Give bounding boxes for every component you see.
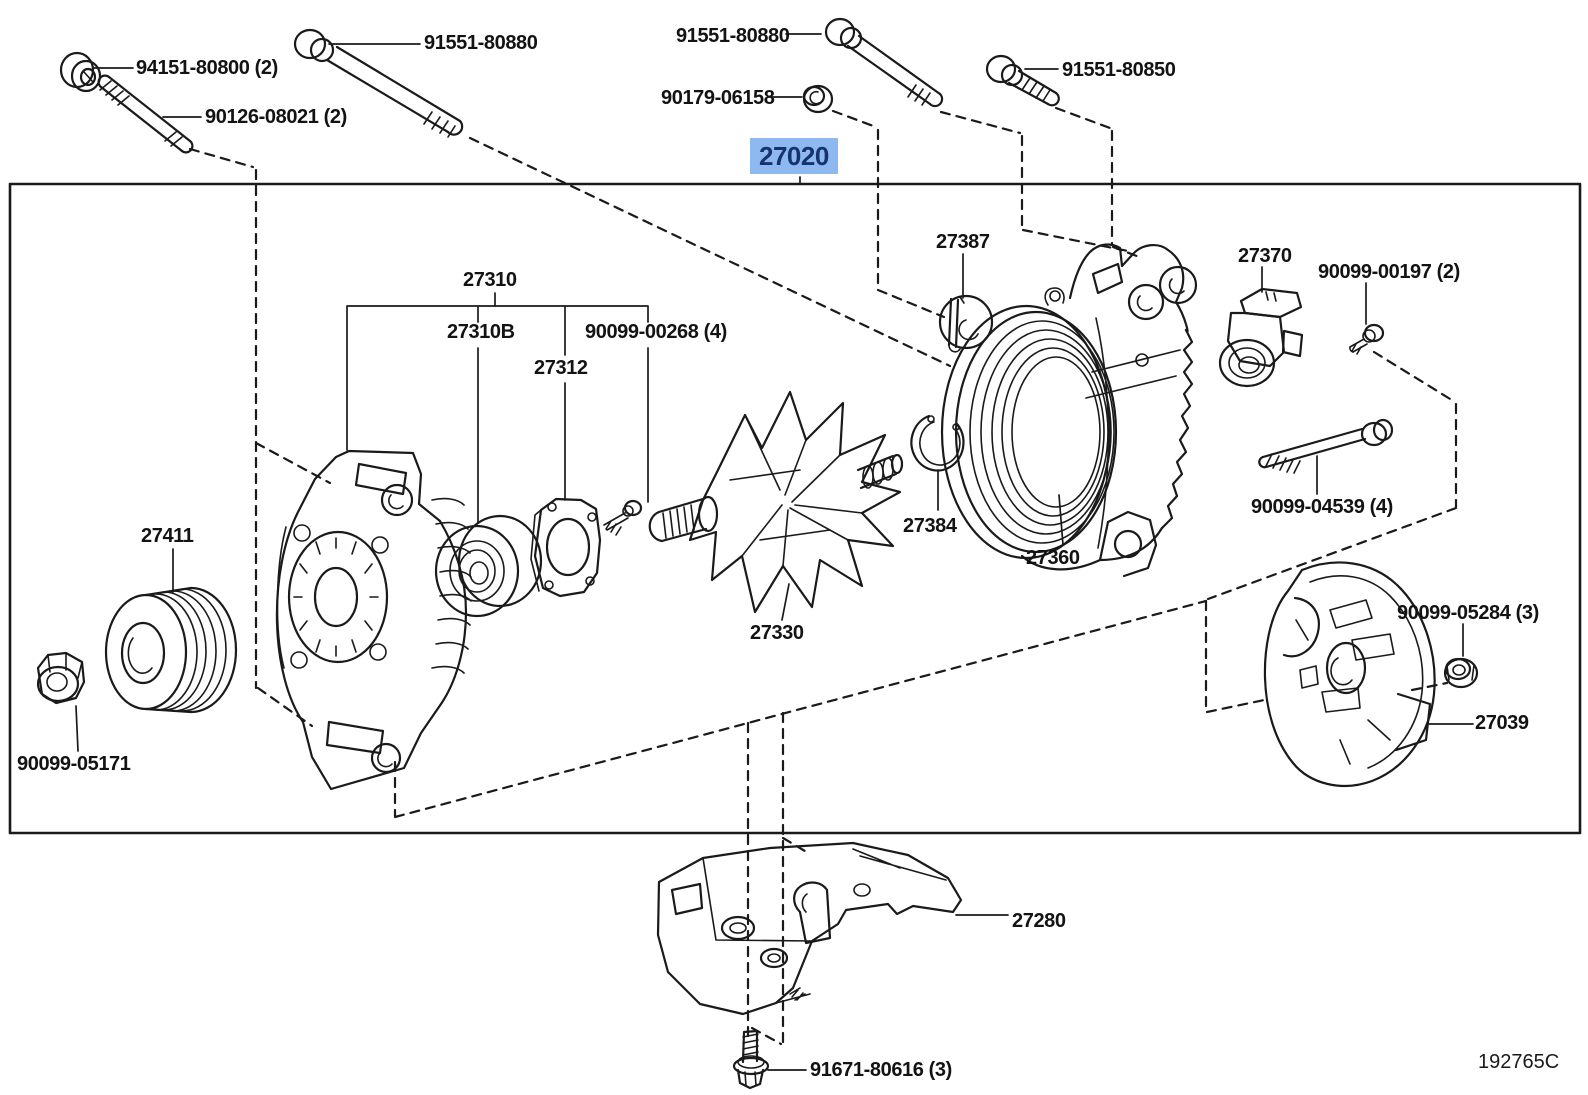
- pulley-drawing: [104, 586, 238, 714]
- assembly-box: [8, 182, 1582, 835]
- dashed-lines: [188, 106, 1458, 1046]
- part-label-90099-00197[interactable]: 90099-00197 (2): [1318, 261, 1460, 283]
- housing-drawing: [940, 243, 1198, 578]
- bearing-drawing: [434, 514, 543, 618]
- part-label-91551-80850[interactable]: 91551-80850: [1062, 59, 1176, 81]
- part-label-27039[interactable]: 27039: [1475, 712, 1529, 734]
- regulator-drawing: [1218, 287, 1304, 388]
- bolt-91551-80880a-drawing: [293, 28, 464, 138]
- part-label-91551-80880-a[interactable]: 91551-80880: [424, 32, 538, 54]
- bolt-91671-drawing: [732, 1029, 770, 1090]
- part-label-27387[interactable]: 27387: [936, 231, 990, 253]
- part-label-27312[interactable]: 27312: [534, 357, 588, 379]
- bolt-91551-80850-drawing: [985, 54, 1060, 107]
- part-label-27020[interactable]: 27020: [750, 138, 838, 174]
- part-label-91671-80616[interactable]: 91671-80616 (3): [810, 1059, 952, 1081]
- part-label-27330[interactable]: 27330: [750, 622, 804, 644]
- rear-cover-drawing: [1263, 561, 1436, 788]
- bolt-91551-80880b-drawing: [824, 17, 944, 108]
- part-label-90099-04539[interactable]: 90099-04539 (4): [1251, 496, 1393, 518]
- part-label-27384[interactable]: 27384: [903, 515, 957, 537]
- screw-00197-drawing: [1349, 323, 1385, 355]
- part-label-90126-08021[interactable]: 90126-08021 (2): [205, 106, 347, 128]
- drive-end-frame-drawing: [275, 449, 472, 791]
- part-label-27310[interactable]: 27310: [463, 269, 517, 291]
- bolt-04539-drawing: [1258, 418, 1394, 474]
- part-label-90099-05284[interactable]: 90099-05284 (3): [1397, 602, 1539, 624]
- part-label-90179-06158[interactable]: 90179-06158: [661, 87, 775, 109]
- part-label-91551-80880-b[interactable]: 91551-80880: [676, 25, 790, 47]
- part-label-90099-05171[interactable]: 90099-05171: [17, 753, 131, 775]
- bracket-drawing: [656, 841, 963, 1016]
- nut-94151-drawing: [59, 51, 102, 93]
- retainer-plate-drawing: [530, 497, 602, 598]
- part-label-27280[interactable]: 27280: [1012, 910, 1066, 932]
- nut-90179-drawing: [802, 84, 834, 114]
- part-label-94151-80800[interactable]: 94151-80800 (2): [136, 57, 278, 79]
- rotor-drawing: [648, 390, 904, 614]
- part-label-27360[interactable]: 27360: [1026, 547, 1080, 569]
- nut-05171-drawing: [36, 651, 86, 705]
- leader-lines: [75, 33, 1474, 1071]
- screw-00268-drawing: [603, 499, 643, 536]
- part-label-27370[interactable]: 27370: [1238, 245, 1292, 267]
- part-label-27310B[interactable]: 27310B: [447, 321, 515, 343]
- part-label-90099-00268[interactable]: 90099-00268 (4): [585, 321, 727, 343]
- part-label-27411[interactable]: 27411: [141, 525, 194, 547]
- nut-05284-drawing: [1443, 657, 1479, 689]
- drawing-code: 192765C: [1478, 1051, 1560, 1073]
- stud-90126-drawing: [97, 74, 194, 154]
- brush-holder-drawing: [938, 294, 994, 353]
